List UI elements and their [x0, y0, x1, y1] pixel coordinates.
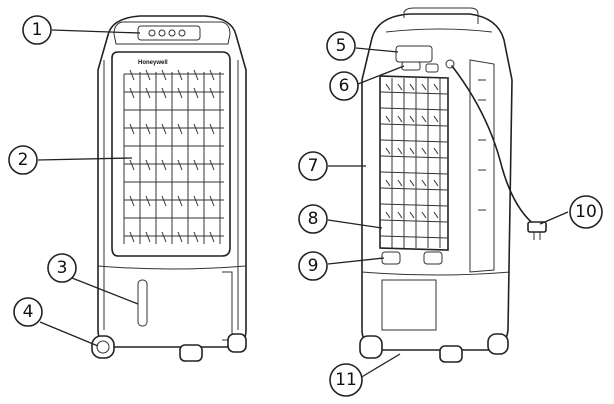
- front-unit: Honeywell: [91, 15, 247, 362]
- callout-9: 9: [298, 251, 328, 281]
- front-caster-right: [227, 333, 247, 353]
- callout-1: 1: [22, 15, 52, 45]
- callout-2-label: 2: [18, 150, 29, 170]
- back-casters: [359, 333, 509, 363]
- callout-10: 10: [569, 195, 603, 229]
- brand-logo: Honeywell: [138, 60, 168, 66]
- callout-7: 7: [298, 151, 328, 181]
- callout-2: 2: [8, 145, 38, 175]
- leader-11: [359, 353, 401, 379]
- leader-lines: [37, 29, 569, 379]
- front-caster-left: [91, 335, 115, 359]
- back-caster-left: [359, 335, 383, 359]
- front-casters: [91, 333, 247, 362]
- callout-4-label: 4: [23, 302, 34, 322]
- callout-10-label: 10: [575, 202, 597, 222]
- back-side-panel: [469, 59, 495, 273]
- callout-3: 3: [47, 253, 77, 283]
- rear-filter: [379, 75, 449, 251]
- leader-5: [355, 47, 399, 53]
- water-level-window: [137, 279, 148, 327]
- louver-frame: [111, 51, 231, 257]
- callout-8: 8: [298, 204, 328, 234]
- back-top-cap: [403, 7, 479, 24]
- back-caster-right: [487, 333, 509, 355]
- tank-side-panel: [222, 271, 233, 341]
- callout-6-label: 6: [339, 76, 350, 96]
- callout-5-label: 5: [336, 36, 347, 56]
- callout-7-label: 7: [308, 156, 319, 176]
- plug-prongs: [533, 232, 541, 240]
- callout-4: 4: [13, 297, 43, 327]
- louver-grid: [123, 69, 224, 244]
- rear-handle-grip: [401, 61, 421, 71]
- control-button-3: [168, 29, 176, 37]
- rear-filter-grid: [379, 78, 449, 248]
- leader-8: [327, 219, 383, 229]
- back-tank-recess: [381, 279, 437, 331]
- control-button-1: [148, 29, 156, 37]
- leader-2: [37, 157, 133, 161]
- leader-9: [327, 257, 385, 265]
- control-button-4: [178, 29, 186, 37]
- callout-1-label: 1: [32, 20, 43, 40]
- callout-3-label: 3: [57, 258, 68, 278]
- control-button-2: [158, 29, 166, 37]
- leader-1: [51, 29, 141, 34]
- callout-8-label: 8: [308, 209, 319, 229]
- callout-5: 5: [326, 31, 356, 61]
- power-plug: [527, 221, 547, 233]
- callout-11: 11: [329, 363, 363, 397]
- back-side-slots: [478, 79, 486, 211]
- water-tank-divider: [97, 265, 247, 270]
- back-unit: [359, 7, 547, 363]
- cord-outlet: [445, 59, 455, 69]
- callout-9-label: 9: [308, 256, 319, 276]
- callout-11-label: 11: [335, 370, 357, 390]
- leader-3: [71, 277, 139, 305]
- power-cord: [451, 65, 537, 227]
- leader-6: [357, 65, 405, 85]
- back-tank-divider: [361, 271, 511, 276]
- leader-4: [39, 321, 99, 347]
- front-top-panel: [113, 21, 231, 45]
- tank-handle-right: [423, 251, 443, 265]
- front-caster-middle: [179, 344, 203, 362]
- leader-10: [539, 211, 569, 225]
- rear-switch: [425, 63, 439, 73]
- callout-6: 6: [329, 71, 359, 101]
- back-caster-middle: [439, 345, 463, 363]
- back-top-edge: [385, 28, 493, 33]
